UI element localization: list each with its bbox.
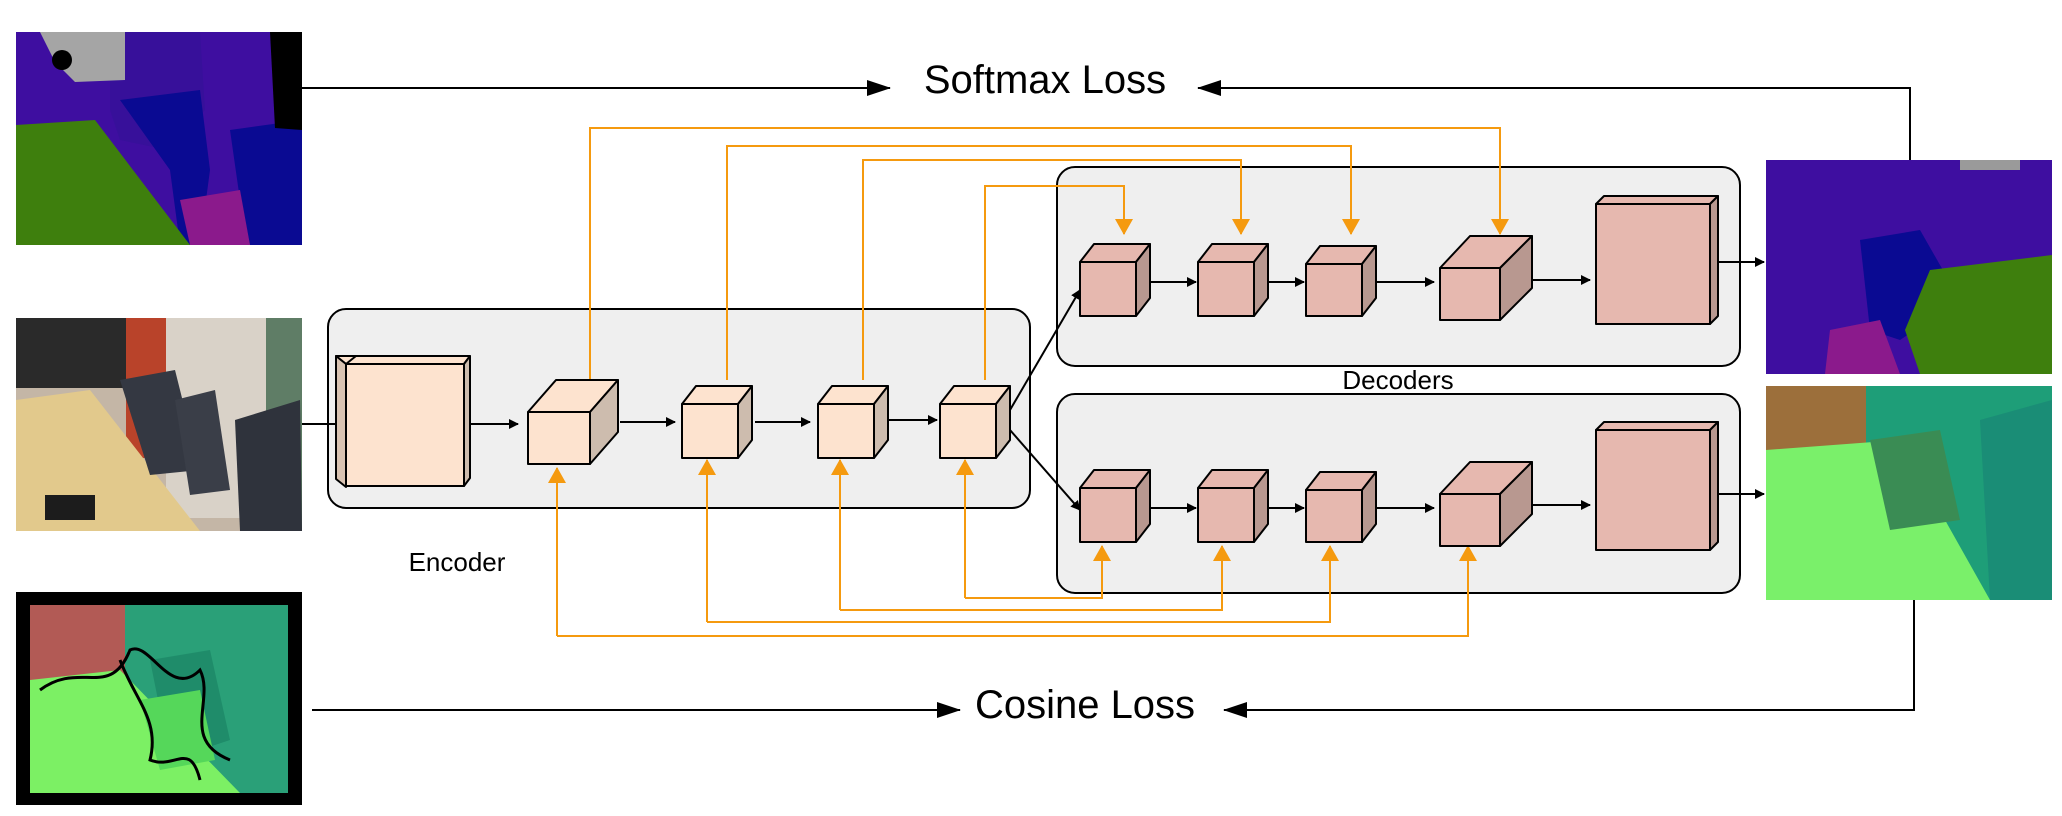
normals-ground-truth-image	[16, 592, 302, 805]
segmentation-ground-truth-image	[16, 32, 302, 245]
normals-prediction-image	[1766, 386, 2052, 600]
seg-decoder-block-4	[1439, 235, 1533, 321]
encoder-block-1	[335, 355, 471, 488]
normals-decoder-block-1	[1079, 469, 1151, 543]
seg-decoder-block-2	[1197, 243, 1269, 317]
input-rgb-image	[16, 318, 302, 531]
cosine-loss-arrows	[312, 600, 1915, 718]
encoder-block-2	[527, 379, 619, 465]
decoders-label: Decoders	[1342, 365, 1453, 395]
normals-decoder-block-4	[1439, 461, 1533, 547]
segmentation-prediction-image	[1766, 160, 2052, 374]
softmax-loss-label: Softmax Loss	[924, 58, 1166, 102]
cosine-loss-label: Cosine Loss	[975, 683, 1195, 727]
decoder-blocks-segmentation	[1079, 195, 1719, 325]
encoder-block-4	[817, 385, 889, 459]
encoder-blocks	[335, 355, 1011, 488]
encoder-block-5	[939, 385, 1011, 459]
seg-decoder-block-3	[1305, 245, 1377, 317]
encoder-label: Encoder	[409, 547, 506, 577]
seg-decoder-block-1	[1079, 243, 1151, 317]
normals-decoder-block-3	[1305, 471, 1377, 543]
encoder-block-3	[681, 385, 753, 459]
normals-decoder-block-5	[1595, 421, 1719, 551]
skip-connections	[548, 127, 1509, 637]
seg-decoder-block-5	[1595, 195, 1719, 325]
softmax-loss-arrows	[302, 80, 1911, 160]
decoder-blocks-normals	[1079, 421, 1719, 551]
normals-decoder-block-2	[1197, 469, 1269, 543]
